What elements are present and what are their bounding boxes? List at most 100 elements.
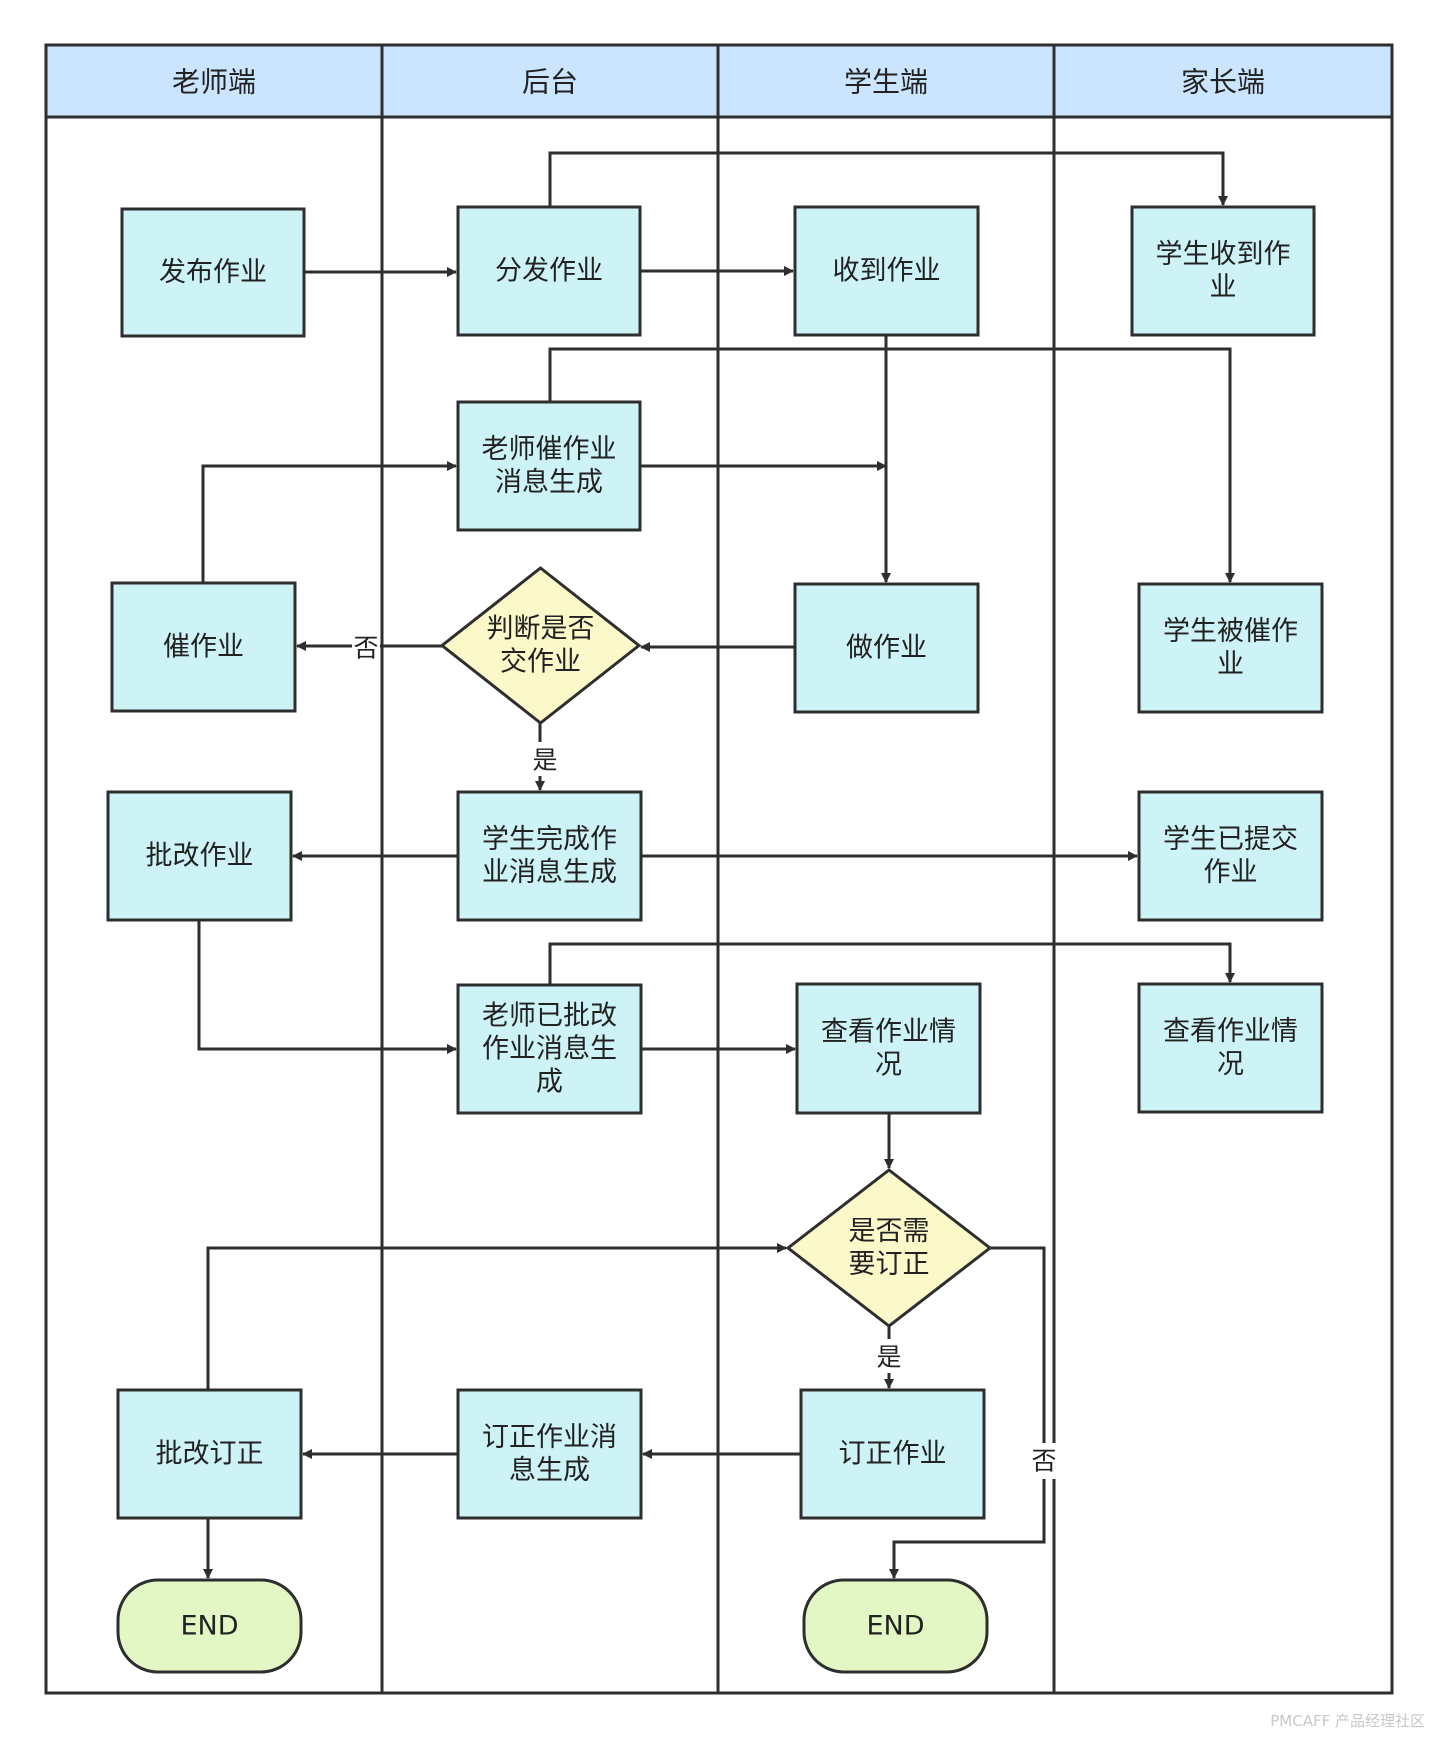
connector-arrow bbox=[548, 347, 1235, 583]
edge-label-yes-submit: 是 bbox=[532, 746, 557, 775]
node-label: 况 bbox=[1217, 1049, 1244, 1080]
flow-nodes: 发布作业分发作业收到作业学生收到作业老师催作业消息生成催作业判断是否交作业做作业… bbox=[106, 205, 1324, 1674]
node-end-teacher: END bbox=[116, 1578, 303, 1674]
lane-label-teacher: 老师端 bbox=[172, 66, 256, 99]
process-box bbox=[1137, 582, 1324, 714]
process-box bbox=[456, 790, 643, 922]
process-box bbox=[793, 205, 980, 337]
node-do-hw: 做作业 bbox=[793, 582, 980, 714]
node-label: 订正作业 bbox=[839, 1439, 947, 1470]
process-box bbox=[456, 983, 643, 1115]
process-box bbox=[1137, 790, 1324, 922]
process-box bbox=[120, 207, 306, 338]
edge-label-bg bbox=[352, 630, 380, 664]
decision-diamond bbox=[785, 1168, 993, 1328]
node-grade-fix: 批改订正 bbox=[116, 1388, 303, 1520]
process-box bbox=[799, 1388, 986, 1520]
node-fix-hw: 订正作业 bbox=[799, 1388, 986, 1520]
process-box bbox=[793, 582, 980, 714]
node-label: 是否需 bbox=[849, 1216, 930, 1247]
process-box bbox=[795, 982, 982, 1115]
node-label: 分发作业 bbox=[495, 256, 603, 287]
node-label: 做作业 bbox=[846, 633, 927, 664]
edge-label-bg bbox=[874, 1339, 904, 1373]
decision-diamond bbox=[439, 566, 642, 725]
node-distribute: 分发作业 bbox=[456, 205, 642, 337]
node-label: 查看作业情 bbox=[1163, 1016, 1298, 1047]
node-label: 老师催作业 bbox=[482, 434, 617, 465]
node-label: 判断是否 bbox=[487, 614, 595, 645]
node-label: 作业消息生 bbox=[482, 1034, 617, 1065]
node-urge: 催作业 bbox=[110, 581, 297, 713]
process-box bbox=[1130, 205, 1316, 337]
terminal-shape bbox=[116, 1578, 303, 1674]
process-box bbox=[116, 1388, 303, 1520]
process-box bbox=[106, 790, 293, 922]
node-label: 成 bbox=[536, 1067, 563, 1098]
node-receive: 收到作业 bbox=[793, 205, 980, 337]
node-grade: 批改作业 bbox=[106, 790, 293, 922]
node-label: 催作业 bbox=[163, 632, 244, 663]
lane-label-backend: 后台 bbox=[522, 66, 578, 99]
node-label: 学生已提交 bbox=[1163, 824, 1298, 855]
connectors bbox=[197, 151, 1235, 1579]
edge-label-no-fix: 否 bbox=[1031, 1447, 1056, 1476]
edge-label-bg bbox=[1029, 1443, 1059, 1479]
node-label: 作业 bbox=[1204, 857, 1258, 888]
terminal-shape bbox=[802, 1578, 989, 1674]
connector-arrow bbox=[201, 461, 457, 583]
node-publish: 发布作业 bbox=[120, 207, 306, 338]
connector-arrow bbox=[197, 920, 457, 1054]
node-label: 消息生成 bbox=[495, 467, 603, 498]
lane-label-student: 学生端 bbox=[844, 66, 928, 99]
node-end-student: END bbox=[802, 1578, 989, 1674]
process-box bbox=[456, 1388, 643, 1520]
node-label: 订正作业消 bbox=[482, 1422, 617, 1453]
node-label: 收到作业 bbox=[833, 256, 941, 287]
node-label: 学生完成作 bbox=[482, 824, 617, 855]
node-label: 学生收到作 bbox=[1156, 239, 1291, 270]
process-box bbox=[1137, 982, 1324, 1114]
node-label: 学生被催作 bbox=[1163, 616, 1298, 647]
node-label: 业消息生成 bbox=[482, 857, 617, 888]
lane-label-parent: 家长端 bbox=[1181, 66, 1265, 99]
node-label: 况 bbox=[875, 1050, 902, 1081]
edge-label-yes-fix: 是 bbox=[876, 1343, 901, 1372]
node-label: 业 bbox=[1210, 272, 1237, 303]
connector-arrow bbox=[206, 1243, 787, 1390]
swimlane-frame: 老师端 后台 学生端 家长端 bbox=[44, 43, 1394, 1695]
node-label: 批改作业 bbox=[146, 841, 254, 872]
node-label: 老师已批改 bbox=[482, 1001, 617, 1032]
edge-labels: 否 是 是 否 bbox=[352, 630, 1059, 1479]
node-label: 交作业 bbox=[500, 647, 581, 678]
node-label: 批改订正 bbox=[156, 1439, 264, 1470]
connector-arrow bbox=[548, 942, 1235, 985]
watermark: PMCAFF 产品经理社区 bbox=[1270, 1712, 1425, 1730]
edge-label-bg bbox=[530, 742, 560, 776]
node-label: 息生成 bbox=[509, 1455, 590, 1486]
process-box bbox=[456, 205, 642, 337]
edge-label-no-submit: 否 bbox=[353, 634, 378, 663]
node-label: 业 bbox=[1217, 649, 1244, 680]
node-label: 查看作业情 bbox=[821, 1017, 956, 1048]
node-label: END bbox=[180, 1611, 238, 1642]
process-box bbox=[110, 581, 297, 713]
node-label: END bbox=[866, 1611, 924, 1642]
node-label: 要订正 bbox=[849, 1249, 930, 1280]
node-label: 发布作业 bbox=[159, 257, 267, 288]
connector-arrow bbox=[548, 151, 1228, 207]
process-box bbox=[456, 400, 642, 532]
connector-arrow bbox=[889, 1246, 1046, 1579]
